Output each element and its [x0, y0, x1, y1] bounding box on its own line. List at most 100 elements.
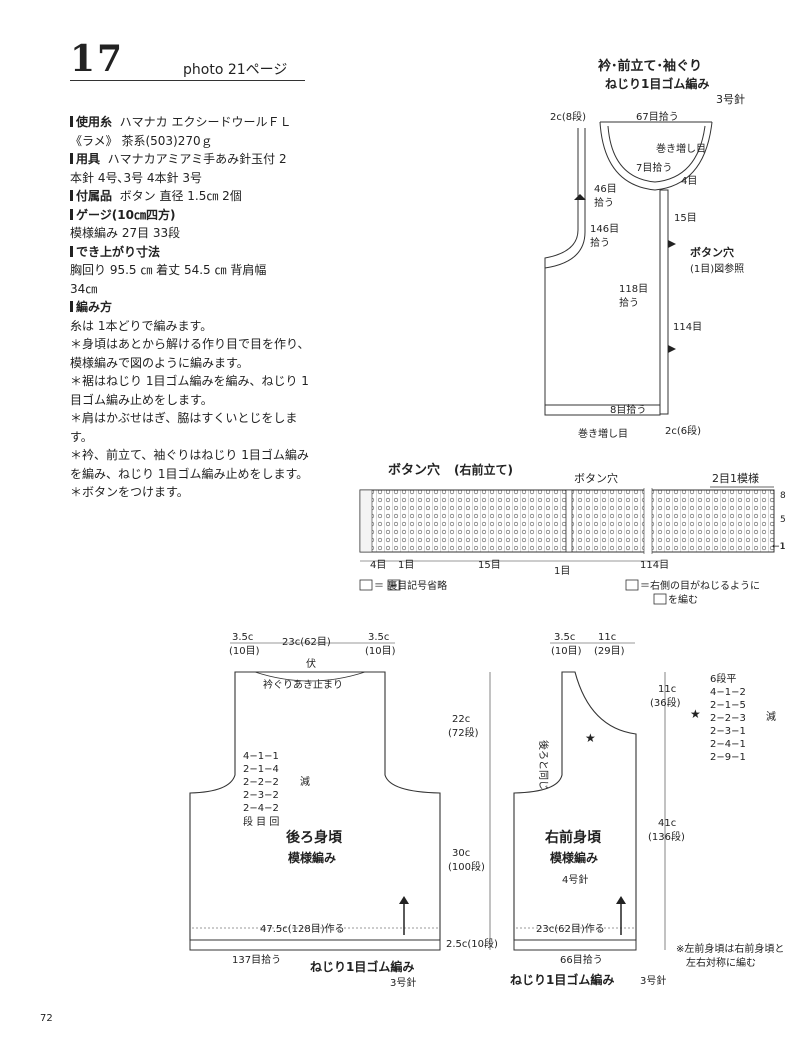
front-needle3: 3号針	[640, 974, 666, 987]
method-line-4: 目ゴム編み止めをします。	[70, 392, 213, 407]
back-needle: 3号針	[390, 976, 416, 989]
buttonhole-title: ボタン穴	[388, 462, 440, 478]
front-top-right: 11c	[598, 632, 616, 643]
size-text: 胸回り 95.5 ㎝ 着丈 54.5 ㎝ 背肩幅	[70, 263, 267, 277]
front-pick: 66目拾う	[560, 953, 603, 966]
label-46: 46目	[594, 184, 617, 195]
yarn-text: ハマナカ エクシードウールＦＬ	[119, 115, 292, 129]
label-118-pick: 拾う	[619, 296, 639, 309]
label-46-pick: 拾う	[594, 196, 614, 209]
label-2c-6: 2c(6段)	[665, 424, 701, 437]
method-line: 編み方	[70, 298, 320, 317]
front-star-head: 6段平	[710, 672, 736, 685]
front-arrow-head	[616, 896, 626, 904]
front-rib-label: ねじり1目ゴム編み	[510, 972, 614, 987]
label-cast-on-2: 巻き増し目	[578, 427, 628, 440]
back-dec-4: 2−4−2	[243, 803, 279, 814]
method-label: 編み方	[76, 300, 113, 314]
back-top-right-2: (10目)	[365, 646, 396, 657]
legend-left: ＝ 裏目記号省略	[374, 579, 447, 592]
back-dec-2: 2−2−2	[243, 777, 279, 788]
row-arrow: ←1	[772, 542, 785, 552]
row-1: 1	[780, 542, 786, 552]
tools-text: ハマナカアミアミ手あみ針玉付 2	[107, 152, 287, 166]
front-star-legend: ★	[690, 707, 701, 721]
back-top-mid: 23c(62目)	[282, 637, 331, 648]
front-star-0: 4−1−2	[710, 687, 746, 698]
method-line-3: ＊裾はねじり 1目ゴム編みを編み、ねじり 1	[70, 374, 309, 388]
count-1a: 1目	[398, 560, 414, 571]
label-pick8: 8目拾う	[610, 403, 646, 416]
method-line-0: 糸は 1本どりで編みます。	[70, 318, 213, 333]
legend-empty-box	[359, 579, 373, 591]
hem-band	[544, 404, 661, 416]
method-line-7: ＊衿、前立て、袖ぐりはねじり 1目ゴム編み	[70, 448, 309, 462]
gauge-label: ゲージ(10㎝四方)	[76, 207, 176, 222]
front-h1b: (36段)	[650, 696, 681, 709]
tools-line-2: 本針 4号､3号 4本針 3号	[70, 170, 202, 185]
photo-label: photo	[183, 62, 224, 78]
label-cast-on: 巻き増し目	[656, 142, 706, 155]
front-rib	[513, 939, 637, 951]
accessory-label: 付属品	[76, 189, 113, 203]
pick-arrow	[574, 194, 586, 200]
back-rib	[189, 939, 441, 951]
front-star-5: 2−9−1	[710, 752, 746, 763]
collar-body-outline	[544, 128, 661, 413]
method-line-9: ＊ボタンをつけます。	[70, 485, 189, 499]
back-neck-curve	[254, 671, 366, 682]
collar-subtitle: ねじり1目ゴム編み	[605, 76, 709, 91]
materials-block: 使用糸 ハマナカ エクシードウールＦＬ 《ラメ》 茶系(503)270ｇ 用具 …	[70, 113, 320, 502]
back-h2: 30c	[452, 848, 470, 859]
buttonhole-chart: ボタン穴 (右前立て) ボタン穴 2目1模様 8 5 1 ←1 4目 1目 15…	[359, 462, 786, 606]
buttonhole-subtitle: (右前立て)	[454, 462, 513, 477]
front-star-2: 2−2−3	[710, 713, 746, 724]
selvedge-left	[359, 489, 373, 553]
front-band	[659, 189, 669, 415]
back-rib-label: ねじり1目ゴム編み	[310, 959, 414, 974]
method-line-5: ＊肩はかぶせはぎ、脇はすくいとじをしま	[70, 411, 298, 425]
buttonhole-hole-label: ボタン穴	[574, 471, 618, 485]
label-button-ref: (1目)図参照	[690, 262, 744, 275]
collar-title: 衿･前立て･袖ぐり	[598, 58, 702, 74]
back-name: 後ろ身頃	[286, 829, 343, 846]
front-star-label: 減	[766, 710, 776, 723]
title-rule	[70, 80, 305, 81]
front-star-4: 2−4−1	[710, 739, 746, 750]
front-same-as-back: 後ろと同じ	[537, 740, 550, 790]
label-pick7: 7目拾う	[636, 161, 672, 174]
count-114: 114目	[640, 560, 669, 571]
front-note-1: ※左前身頃は右前身頃と	[676, 942, 784, 955]
back-h3: 2.5c(10段)	[446, 937, 498, 950]
count-15: 15目	[478, 560, 501, 571]
front-diagram: 3.5c (10目) 11c (29目) 後ろと同じ ★ 右前身頃 模様編み 4…	[510, 632, 784, 987]
count-4: 4目	[370, 560, 386, 571]
label-146: 146目	[590, 224, 619, 235]
label-146-pick: 拾う	[590, 236, 610, 249]
back-dec-1: 2−1−4	[243, 764, 279, 775]
neck-band-inner	[607, 125, 706, 183]
front-h1: 11c	[658, 684, 676, 695]
method-line-2: 模様編みで図のように編みます。	[70, 355, 249, 370]
back-fuse: 伏	[306, 657, 316, 670]
back-dec-label: 減	[300, 775, 310, 788]
back-dec-head: 段 目 回	[243, 815, 279, 828]
back-cast: 47.5c(128目)作る	[260, 923, 345, 935]
neck-band-outer	[599, 121, 713, 191]
method-line-1: ＊身頃はあとから解ける作り目で目を作り、	[70, 337, 310, 351]
front-star-3: 2−3−1	[710, 726, 746, 737]
row-5: 5	[780, 515, 786, 525]
method-line-8: を編み、ねじり 1目ゴム編み止めをします。	[70, 466, 309, 481]
count-1b: 1目	[554, 566, 570, 577]
pattern-number: 17	[70, 38, 125, 80]
back-neck: 衿ぐりあき止まり	[263, 678, 343, 691]
label-114: 114目	[673, 322, 702, 333]
gauge-line: ゲージ(10㎝四方)	[70, 206, 320, 225]
label-4: 4目	[681, 176, 697, 187]
photo-page: 21ページ	[227, 62, 288, 78]
armhole-band	[544, 128, 586, 269]
back-arrow-head	[399, 896, 409, 904]
front-needle4: 4号針	[562, 873, 588, 886]
legend-knit-box	[653, 593, 667, 605]
